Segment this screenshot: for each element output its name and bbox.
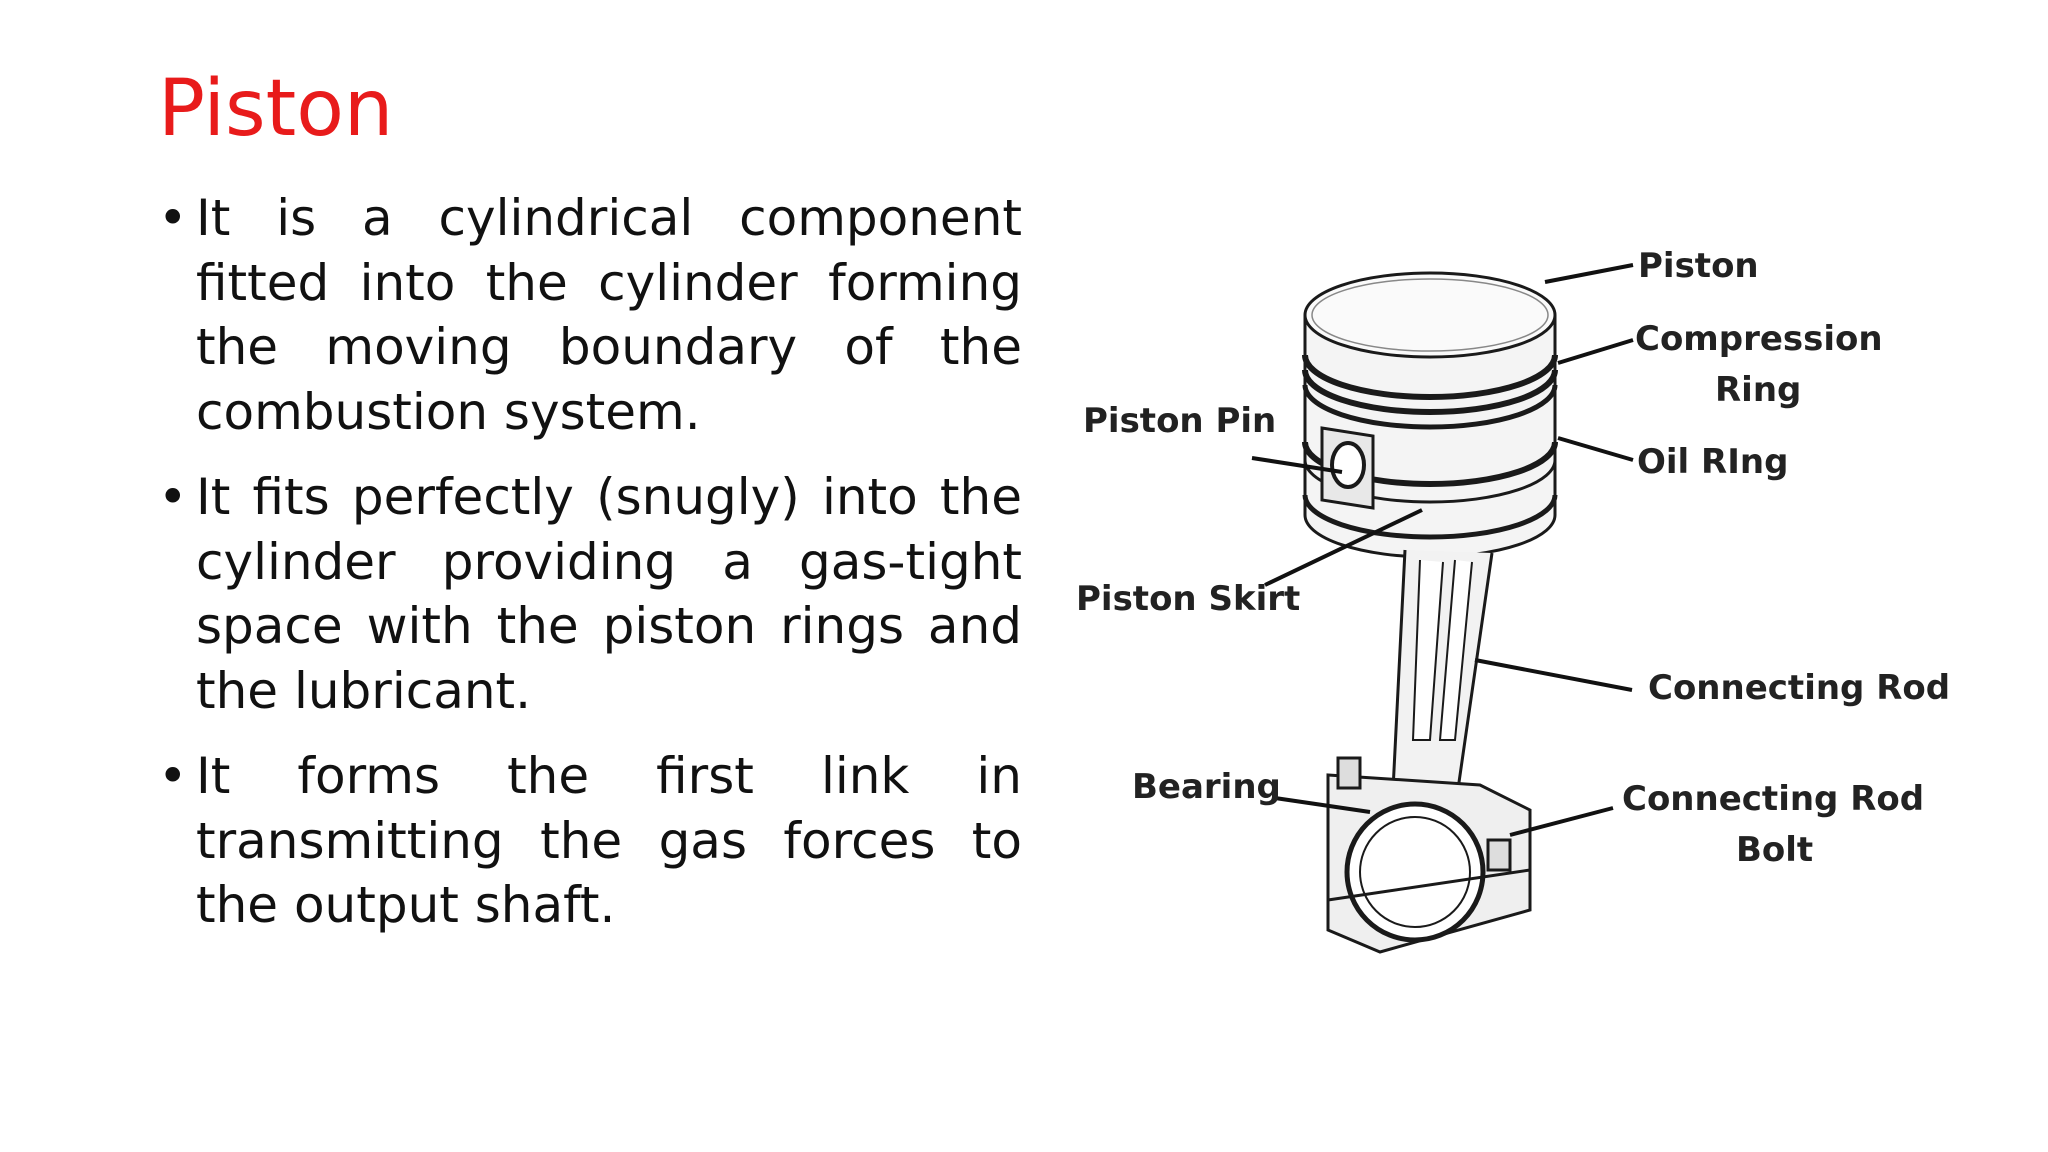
leader-line-connecting-rod: [1474, 658, 1633, 692]
slide-title: Piston: [158, 64, 394, 154]
label-connecting-rod: Connecting Rod: [1648, 668, 1950, 708]
bearing: [1344, 801, 1486, 943]
compression-ring-groove: [1302, 354, 1558, 400]
diagram-labels: Piston Compression Ring Piston Pin Oil R…: [1076, 246, 1950, 870]
leader-lines: [1251, 263, 1634, 837]
bullet-list: • It is a cylindrical component fitted i…: [158, 186, 1022, 959]
label-bearing: Bearing: [1132, 767, 1281, 807]
piston-drawing: [1302, 271, 1558, 954]
label-piston: Piston: [1638, 246, 1759, 286]
leader-line-oil-ring: [1557, 436, 1634, 462]
leader-line-bearing: [1274, 796, 1371, 814]
label-connecting-rod-bolt: Bolt: [1736, 830, 1813, 870]
leader-line-compression-ring: [1557, 338, 1634, 365]
piston-diagram: Piston Compression Ring Piston Pin Oil R…: [1060, 210, 2000, 1010]
oil-ring-groove: [1302, 441, 1558, 487]
bullet-symbol: •: [158, 468, 188, 526]
bullet-text: It fits perfectly (snugly) into the cyli…: [196, 468, 1022, 720]
leader-line-piston-skirt: [1264, 508, 1423, 587]
label-compression-ring: Ring: [1715, 370, 1801, 410]
bullet-symbol: •: [158, 189, 188, 247]
bullet-symbol: •: [158, 747, 188, 805]
piston-crown: [1303, 271, 1557, 359]
label-piston-skirt: Piston Skirt: [1076, 579, 1300, 619]
piston-skirt-edge: [1302, 494, 1558, 540]
label-oil-ring: Oil RIng: [1637, 442, 1788, 482]
leader-line-piston: [1544, 263, 1634, 284]
oil-ring-groove: [1303, 459, 1557, 504]
connecting-rod-bolt: [1486, 838, 1512, 872]
piston-diagram-svg: Piston Compression Ring Piston Pin Oil R…: [1076, 246, 1950, 954]
compression-ring-groove: [1302, 384, 1558, 430]
label-connecting-rod-bolt: Connecting Rod: [1622, 779, 1924, 819]
piston-pin: [1330, 441, 1366, 489]
label-piston-pin: Piston Pin: [1083, 401, 1276, 441]
bullet-item: • It fits perfectly (snugly) into the cy…: [158, 465, 1022, 723]
bullet-item: • It is a cylindrical component fitted i…: [158, 186, 1022, 444]
bullet-text: It is a cylindrical component fitted int…: [196, 189, 1022, 441]
bullet-item: • It forms the first link in transmittin…: [158, 744, 1022, 938]
bullet-text: It forms the first link in transmitting …: [196, 747, 1022, 934]
leader-line-connecting-rod-bolt: [1509, 806, 1614, 837]
label-compression-ring: Compression: [1635, 319, 1883, 359]
compression-ring-groove: [1302, 369, 1558, 415]
connecting-rod-bolt: [1336, 756, 1362, 790]
leader-line-piston-pin: [1251, 456, 1343, 474]
